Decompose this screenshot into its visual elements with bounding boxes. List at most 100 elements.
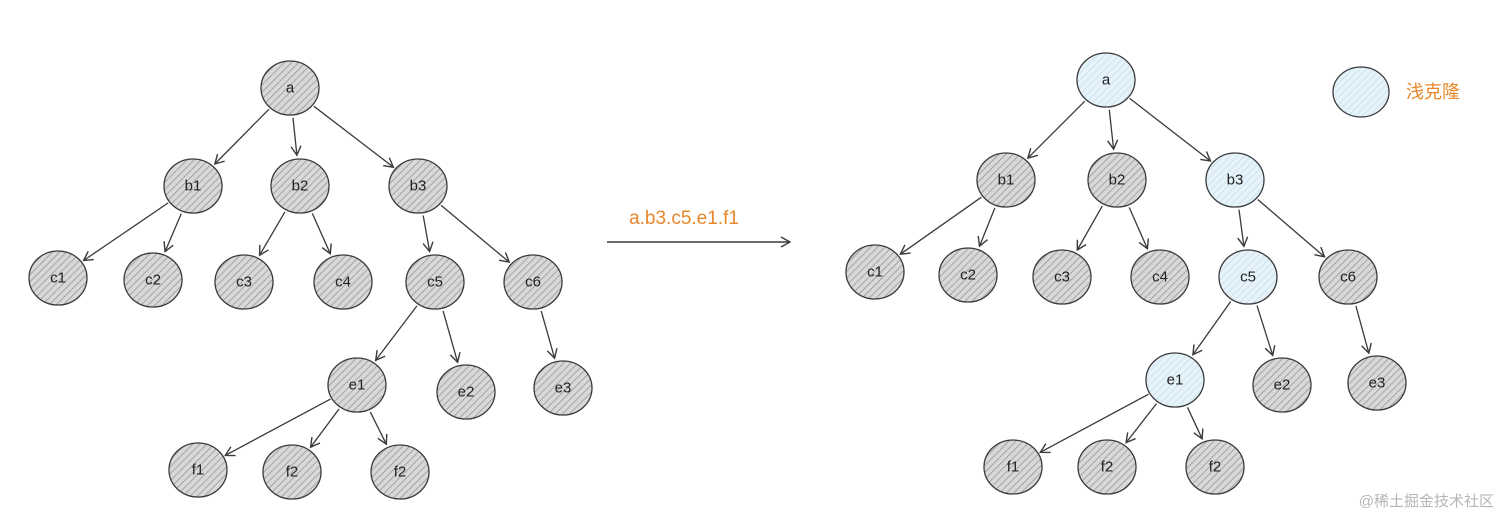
node-circle [313, 254, 373, 310]
edge-e1-to-f1 [224, 398, 331, 457]
node-circle [1347, 355, 1407, 411]
node-label: c4 [1152, 269, 1168, 286]
node-circle [163, 158, 223, 214]
edge-c5-to-e1 [374, 305, 418, 362]
edge-b2-to-c4 [311, 213, 332, 256]
edge-c5-to-e1 [1192, 301, 1232, 356]
node-c5: c5 [405, 254, 465, 310]
edge-a-to-b1 [1026, 100, 1086, 160]
edge-a-to-b2 [290, 117, 302, 157]
node-b2: b2 [1087, 152, 1147, 208]
node-c1: c1 [845, 244, 905, 300]
node-label: b1 [185, 178, 202, 195]
node-label: b3 [1227, 172, 1244, 189]
node-circle [983, 439, 1043, 495]
node-label: a [286, 80, 295, 97]
node-label: c3 [1054, 269, 1070, 286]
node-circle [260, 60, 320, 116]
cloned-node-b3: b3 [1205, 152, 1265, 208]
node-label: e1 [349, 377, 366, 394]
node-label: f2 [394, 464, 407, 481]
node-f1: f1 [168, 442, 228, 498]
legend: 浅克隆 [1332, 66, 1460, 118]
node-label: b1 [998, 172, 1015, 189]
node-label: e2 [1274, 377, 1291, 394]
legend-label: 浅克隆 [1406, 82, 1460, 102]
node-circle [1130, 249, 1190, 305]
node-b2: b2 [270, 158, 330, 214]
edge-e1-to-f2b [369, 411, 388, 446]
node-label: f2 [286, 464, 299, 481]
node-e3: e3 [1347, 355, 1407, 411]
node-circle [270, 158, 330, 214]
shallow-cloned-tree: a b1 b2 b3 c1 c2 c3 c4 c5 c6 e1 e2 e3 f1 f2 f2 [845, 52, 1407, 495]
node-c6: c6 [503, 254, 563, 310]
node-b1: b1 [163, 158, 223, 214]
node-label: b2 [1109, 172, 1126, 189]
node-c4: c4 [1130, 249, 1190, 305]
node-f1: f1 [983, 439, 1043, 495]
legend-swatch [1332, 66, 1390, 118]
node-label: f1 [192, 462, 205, 479]
node-label: c1 [867, 264, 883, 281]
node-label: c2 [960, 267, 976, 284]
node-circle [214, 254, 274, 310]
node-label: f2 [1209, 459, 1222, 476]
edge-c5-to-e2 [1256, 305, 1276, 357]
edge-a-to-b2 [1107, 109, 1119, 151]
node-label: c6 [1340, 269, 1356, 286]
edge-b3-to-c6 [1257, 199, 1326, 258]
cloned-node-a: a [1076, 52, 1136, 108]
node-circle [1077, 439, 1137, 495]
node-circle [1318, 249, 1378, 305]
node-a: a [260, 60, 320, 116]
cloned-node-c5: c5 [1218, 249, 1278, 305]
node-b1: b1 [976, 152, 1036, 208]
edge-a-to-b3 [1129, 97, 1212, 162]
node-label: e3 [555, 380, 572, 397]
node-c3: c3 [214, 254, 274, 310]
node-circle [1218, 249, 1278, 305]
edge-c6-to-e3 [540, 310, 558, 360]
edge-b2-to-c3 [258, 211, 286, 257]
node-label: b3 [410, 178, 427, 195]
node-circle [123, 252, 183, 308]
node-label: c2 [145, 272, 161, 289]
node-label: e1 [1167, 372, 1184, 389]
edge-e1-to-f2a [1125, 403, 1158, 444]
node-e2: e2 [1252, 357, 1312, 413]
node-label: e3 [1369, 375, 1386, 392]
node-e2: e2 [436, 364, 496, 420]
edge-b1-to-c1 [899, 196, 982, 256]
node-e1: e1 [327, 357, 387, 413]
node-label: c1 [50, 270, 66, 287]
node-b3: b3 [388, 158, 448, 214]
node-label: c3 [236, 274, 252, 291]
node-label: a [1102, 72, 1111, 89]
edge-a-to-b3 [313, 105, 395, 169]
node-f2a: f2 [1077, 439, 1137, 495]
edge-e1-to-f2a [309, 408, 340, 449]
edge-b3-to-c5 [422, 215, 434, 253]
node-label: c5 [427, 274, 443, 291]
node-circle [388, 158, 448, 214]
node-circle [168, 442, 228, 498]
node-circle [28, 250, 88, 306]
node-circle [1145, 352, 1205, 408]
node-label: c5 [1240, 269, 1256, 286]
node-circle [1205, 152, 1265, 208]
edge-b3-to-c6 [440, 204, 511, 264]
node-circle [1252, 357, 1312, 413]
access-path-label: a.b3.c5.e1.f1 [629, 208, 739, 229]
node-e3: e3 [533, 360, 593, 416]
node-label: c6 [525, 274, 541, 291]
edge-b1-to-c2 [163, 213, 182, 253]
edge-b3-to-c5 [1237, 209, 1249, 248]
node-f2b: f2 [1185, 439, 1245, 495]
node-circle [262, 444, 322, 500]
edge-b2-to-c4 [1128, 207, 1150, 251]
node-f2b: f2 [370, 444, 430, 500]
node-circle [503, 254, 563, 310]
